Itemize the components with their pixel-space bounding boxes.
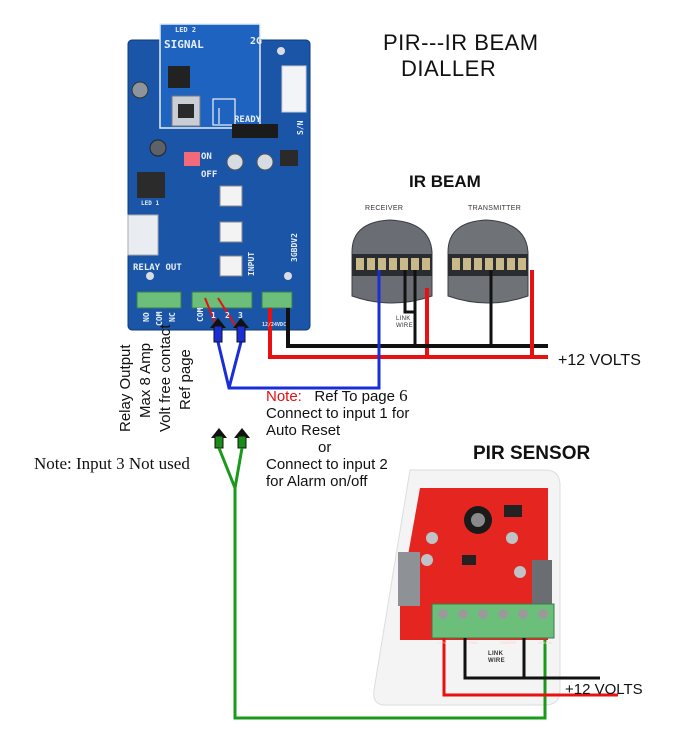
serial-label <box>281 65 307 113</box>
power-terminal-block <box>261 291 293 309</box>
sn-label: S/N <box>296 120 305 135</box>
pir-link-wire-label: LINK WIRE <box>488 651 505 664</box>
switch-on-label: ON <box>201 152 212 162</box>
dialler-board <box>127 23 311 331</box>
note-line-5: Connect to input 2 <box>266 456 388 473</box>
module-chip <box>168 66 190 88</box>
relay-note-4: Ref page <box>177 349 194 410</box>
wire-red-supply-pir <box>442 638 618 697</box>
link-wire-receiver <box>403 270 415 314</box>
ready-label: READY <box>234 115 262 125</box>
wire-red-supply-top <box>268 288 429 359</box>
terminal-input-com: COM <box>196 307 205 322</box>
wire-black-supply-pir <box>463 638 600 680</box>
ir-link-wire-label: LINK WIRE <box>396 316 413 329</box>
receiver-label: RECEIVER <box>365 205 404 212</box>
relay-note-2: Max 8 Amp <box>137 342 154 418</box>
pir-sensor-heading: PIR SENSOR <box>473 443 591 464</box>
pir-terminal-labels: +12V GND TAMPER ALARM <box>437 640 552 645</box>
arrow-input-1-green <box>211 428 227 449</box>
relay-out-label: RELAY OUT <box>133 263 182 273</box>
relay-terminal-block <box>136 291 182 309</box>
note-line-4: or <box>318 439 332 456</box>
dip-switch <box>184 152 200 166</box>
pir-terminal-block <box>431 603 555 639</box>
input3-note: Note: Input 3 Not used <box>34 454 190 473</box>
title-line-1: PIR---IR BEAM <box>383 30 539 55</box>
note-block: Note: Ref To page 6 Connect to input 1 f… <box>266 387 409 490</box>
supply-label-bottom: +12 VOLTS <box>565 681 643 698</box>
pir-sensor <box>373 469 561 706</box>
supply-label-top: +12 VOLTS <box>558 352 641 369</box>
network-label: 2G <box>250 36 263 47</box>
ir-transmitter <box>447 219 529 304</box>
led1-label: LED 1 <box>141 200 160 207</box>
ir-receiver <box>351 219 433 304</box>
power-caption: 12/24VDC <box>262 322 287 328</box>
arrow-input-2-blue <box>233 318 249 343</box>
note-line-2: Connect to input 1 for <box>266 405 410 422</box>
board-id-label: 3GBDV2 <box>290 233 299 262</box>
terminal-nc: NC <box>168 312 177 322</box>
terminal-input-1: 1 <box>211 311 216 320</box>
transmitter-label: TRANSMITTER <box>468 205 522 212</box>
ir-beam-heading: IR BEAM <box>409 172 481 191</box>
wire-black-supply-top <box>286 308 548 348</box>
terminal-input-2: 2 <box>225 311 230 320</box>
relay <box>127 214 159 256</box>
input-label: INPUT <box>247 251 256 276</box>
relay-note-3: Volt free contact <box>157 324 174 432</box>
signal-label: SIGNAL <box>164 38 204 51</box>
wire-green-alarm <box>217 447 547 720</box>
note-page: 6 <box>399 386 408 405</box>
terminal-input-3: 3 <box>238 311 243 320</box>
diagram-title: PIR---IR BEAM DIALLER <box>383 30 539 82</box>
note-ref: Ref To page <box>314 388 395 405</box>
switch-off-label: OFF <box>201 170 218 180</box>
relay-note-1: Relay Output <box>117 344 134 432</box>
arrow-input-1-blue <box>210 318 226 343</box>
note-line-3: Auto Reset <box>266 422 341 439</box>
note-prefix: Note: <box>266 388 302 405</box>
wire-blue-signal <box>216 270 381 390</box>
title-line-2: DIALLER <box>401 56 497 81</box>
note-line-6: for Alarm on/off <box>266 473 368 490</box>
terminal-no: NO <box>142 312 151 322</box>
led2-label: LED 2 <box>175 26 197 34</box>
arrow-input-2-green <box>234 428 250 449</box>
